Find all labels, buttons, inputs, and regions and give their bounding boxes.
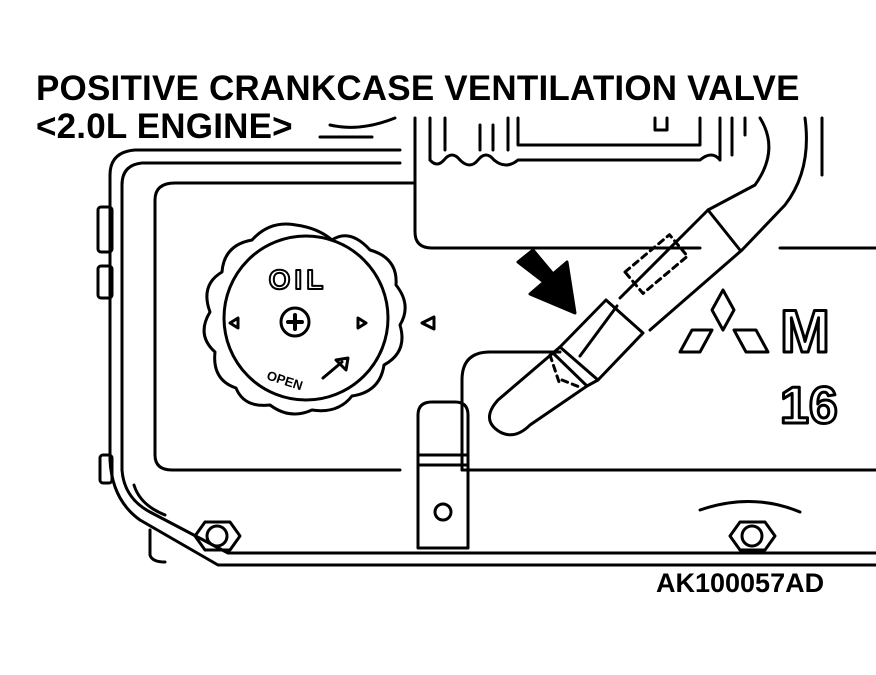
diagram-title: POSITIVE CRANKCASE VENTILATION VALVE xyxy=(36,69,800,108)
mitsubishi-logo xyxy=(678,288,770,354)
bolt-boss xyxy=(698,499,802,514)
open-arrow-icon xyxy=(321,356,350,380)
phillips-screw-icon xyxy=(279,306,311,338)
oil-filler-cap[interactable]: OIL OPEN xyxy=(202,222,407,416)
bolt-icon[interactable] xyxy=(728,520,777,552)
alignment-mark-icon xyxy=(420,315,436,331)
oil-cap-open-label: OPEN xyxy=(265,368,305,394)
diagram-subtitle: <2.0L ENGINE> xyxy=(36,107,293,146)
cover-letter-marking: M xyxy=(780,298,830,365)
mounting-bracket[interactable] xyxy=(416,400,470,550)
oil-cap-label: OIL xyxy=(269,264,328,295)
cover-number-marking: 16 xyxy=(780,377,838,435)
inner-cover xyxy=(153,181,876,472)
bolt-icon[interactable] xyxy=(193,520,242,552)
arrow-icon xyxy=(516,248,577,315)
valve-cover-outline xyxy=(96,135,876,567)
pcv-valve[interactable] xyxy=(551,298,645,388)
pcv-hose xyxy=(618,116,808,332)
pcv-hose-lower xyxy=(488,351,589,437)
top-structure xyxy=(328,116,824,185)
figure-id: AK100057AD xyxy=(656,568,825,598)
